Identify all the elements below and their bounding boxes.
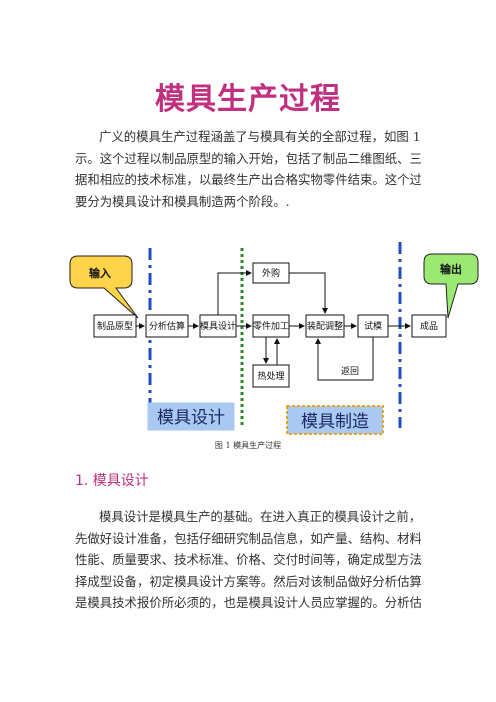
node-product: 成品	[411, 314, 447, 338]
svg-text:试模: 试模	[364, 320, 382, 332]
svg-text:分析估算: 分析估算	[149, 320, 185, 332]
svg-text:装配调整: 装配调整	[307, 320, 343, 332]
intro-line: 示。这个过程以制品原型的输入开始，包括了制品二维图纸、三维数	[75, 150, 421, 166]
stage-manufacture-label: 模具制造	[286, 405, 384, 435]
svg-text:零件加工: 零件加工	[253, 320, 289, 332]
intro-paragraph: 广义的模具生产过程涵盖了与模具有关的全部过程，如图 1 所 示。这个过程以制品原…	[75, 126, 421, 212]
section-line: 性能、质量要求、技术标准、价格、交付时间等，确定成型方法，选	[75, 552, 421, 568]
section-line: 择成型设备，初定模具设计方案等。然后对该制品做好分析估算，这	[75, 573, 421, 589]
node-mold-design: 模具设计	[199, 314, 237, 338]
svg-text:外购: 外购	[262, 267, 280, 279]
section-line: 先做好设计准备，包括仔细研究制品信息，如产量、结构、材料成型	[75, 530, 421, 546]
svg-text:成品: 成品	[420, 320, 438, 332]
node-trial: 试模	[357, 314, 389, 338]
intro-line: 广义的模具生产过程涵盖了与模具有关的全部过程，如图 1 所	[99, 129, 421, 144]
svg-text:模具设计: 模具设计	[200, 320, 236, 332]
output-callout: 输出	[423, 253, 479, 319]
node-outsource: 外购	[252, 262, 290, 284]
node-machining: 零件加工	[252, 314, 290, 338]
node-assembly: 装配调整	[305, 314, 345, 338]
input-label: 输入	[89, 266, 111, 280]
section-paragraph: 模具设计是模具生产的基础。在进入真正的模具设计之前，应首 先做好设计准备，包括仔…	[75, 506, 421, 614]
node-analysis: 分析估算	[145, 314, 189, 338]
section-line: 模具设计是模具生产的基础。在进入真正的模具设计之前，应首	[99, 509, 421, 524]
output-label: 输出	[440, 262, 462, 276]
return-label: 返回	[341, 365, 359, 377]
page-title: 模具生产过程	[155, 82, 341, 117]
section-line: 是模具技术报价所必须的，也是模具设计人员应掌握的。分析估算主	[75, 595, 421, 611]
node-prototype: 制品原型	[93, 314, 137, 338]
figure-caption: 图 1 模具生产过程	[214, 441, 282, 450]
svg-text:制品原型: 制品原型	[97, 320, 133, 332]
flow-arrows	[136, 270, 411, 381]
intro-line: 要分为模具设计和模具制造两个阶段。.	[75, 193, 290, 209]
intro-line: 据和相应的技术标准，以最终生产出合格实物零件结束。这个过程主	[75, 172, 421, 188]
svg-text:模具设计: 模具设计	[157, 408, 225, 428]
stage-design-label: 模具设计	[147, 402, 235, 431]
svg-text:模具制造: 模具制造	[301, 412, 369, 432]
svg-text:热处理: 热处理	[257, 370, 284, 382]
node-heat-treatment: 热处理	[252, 364, 290, 388]
input-callout: 输入	[69, 255, 139, 319]
section-heading: 1. 模具设计	[75, 473, 149, 489]
